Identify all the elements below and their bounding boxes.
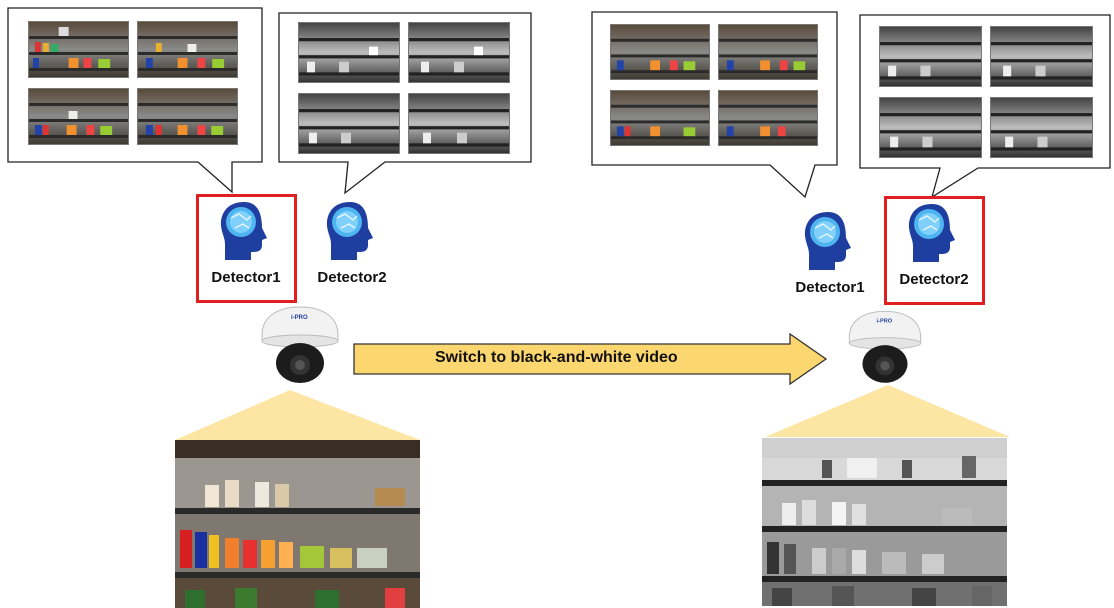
- dome-camera-icon: i-PRO: [848, 310, 922, 383]
- bw-shelf-scene: [762, 438, 1007, 606]
- color-shelf-thumbnail: [137, 21, 238, 78]
- bw-shelf-thumbnail: [408, 93, 510, 154]
- brain-head-icon: [326, 202, 373, 260]
- brain-head-icon: [908, 204, 955, 262]
- dome-camera-icon: i-PRO: [261, 306, 339, 383]
- camera-beam-right: [765, 385, 1010, 437]
- switch-arrow-label: Switch to black-and-white video: [435, 349, 678, 366]
- detector2-left: Detector2: [302, 198, 402, 286]
- color-shelf-thumbnail: [610, 24, 710, 80]
- bw-shelf-thumbnail: [408, 22, 510, 83]
- camera-brand-text: i-PRO: [877, 319, 893, 325]
- detector1-label: Detector1: [795, 279, 865, 296]
- detector1-left: Detector1: [196, 198, 296, 286]
- bw-shelf-thumbnail: [298, 93, 400, 154]
- color-shelf-thumbnail: [718, 24, 818, 80]
- detector2-label: Detector2: [899, 271, 969, 288]
- dome-camera-left: i-PRO: [250, 305, 350, 387]
- left-bw-thumbnails: [298, 22, 510, 154]
- detector2-label: Detector2: [317, 269, 387, 286]
- switch-arrow: [353, 332, 828, 386]
- camera-beam-left: [175, 390, 420, 440]
- right-bw-thumbnails: [879, 26, 1093, 158]
- active-detector-highlight: [884, 196, 985, 305]
- bw-shelf-thumbnail: [879, 97, 982, 158]
- bw-shelf-thumbnail: [990, 26, 1093, 87]
- camera-brand-text: i-PRO: [291, 315, 308, 321]
- bw-shelf-thumbnail: [298, 22, 400, 83]
- brain-head-icon: [804, 212, 851, 270]
- left-color-thumbnails: [28, 21, 238, 145]
- brain-head-icon: [220, 202, 267, 260]
- color-shelf-thumbnail: [137, 88, 238, 145]
- bw-shelf-thumbnail: [990, 97, 1093, 158]
- right-color-thumbnails: [610, 24, 818, 146]
- color-shelf-thumbnail: [28, 88, 129, 145]
- dome-camera-right: i-PRO: [838, 308, 932, 388]
- color-shelf-thumbnail: [28, 21, 129, 78]
- detector2-right: Detector2: [884, 200, 984, 288]
- color-shelf-thumbnail: [610, 90, 710, 146]
- bw-shelf-thumbnail: [879, 26, 982, 87]
- detector1-label: Detector1: [211, 269, 281, 286]
- color-shelf-scene: [175, 440, 420, 608]
- detector1-right: Detector1: [780, 208, 880, 296]
- active-detector-highlight: [196, 194, 297, 303]
- color-shelf-thumbnail: [718, 90, 818, 146]
